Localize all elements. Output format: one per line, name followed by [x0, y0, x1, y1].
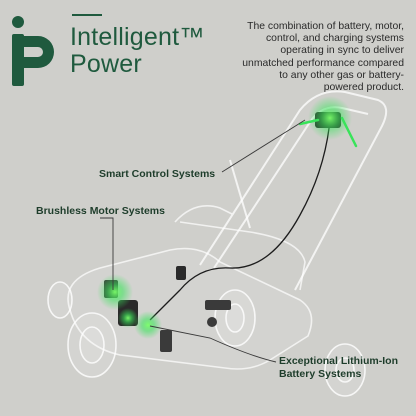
brand-name: Intelligent™ Power — [70, 24, 204, 78]
callout-leaders — [100, 119, 306, 363]
brand-name-line2: Power — [70, 50, 142, 78]
brand-name-line1: Intelligent™ — [70, 23, 205, 51]
callout-battery-line1: Exceptional Lithium-Ion — [279, 355, 399, 367]
callout-brushless-motor: Brushless Motor Systems — [36, 205, 165, 217]
mower-handle — [199, 90, 388, 291]
mower-deck — [67, 205, 313, 370]
callout-battery-line2: Battery Systems — [279, 367, 362, 380]
tagline: The combination of battery, motor, contr… — [242, 21, 404, 94]
brand-logo-icon — [12, 16, 54, 86]
system-glows — [97, 96, 352, 339]
power-cable — [149, 119, 331, 321]
brand-divider — [72, 14, 102, 16]
mower-wheels — [47, 281, 366, 397]
callout-smart-control: Smart Control Systems — [99, 168, 216, 180]
callout-battery: Exceptional Lithium-Ion Battery Systems — [279, 355, 398, 380]
accent-highlights — [298, 116, 358, 148]
